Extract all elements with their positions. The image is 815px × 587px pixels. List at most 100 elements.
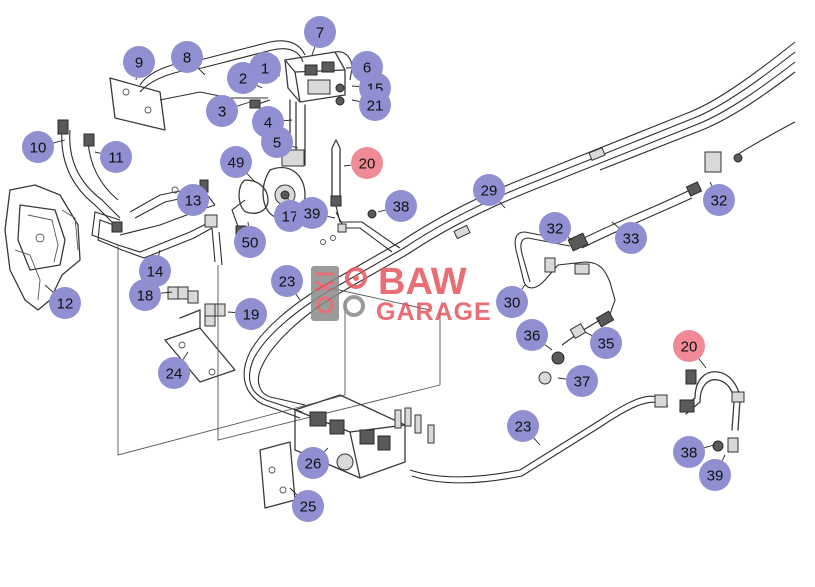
callout-leader-line (377, 209, 386, 213)
callout-leader-line (611, 221, 620, 229)
callout-21-20: 21 (351, 89, 391, 121)
callout-number: 20 (681, 339, 698, 356)
pipe-right-lower (409, 369, 745, 484)
callout-23-21: 23 (271, 265, 303, 301)
callout-number: 8 (183, 50, 191, 67)
callout-29-26: 29 (473, 174, 506, 209)
callout-number: 29 (481, 183, 498, 200)
callout-leader-line (567, 236, 573, 241)
callout-number: 9 (135, 55, 143, 72)
callout-leader-line (343, 164, 352, 167)
callout-number: 4 (264, 115, 272, 132)
callout-leader-line (295, 293, 301, 301)
callout-leader-line (709, 181, 713, 186)
callout-number: 10 (30, 140, 47, 157)
callout-badge-circle (539, 212, 571, 244)
modulator-26 (259, 394, 435, 509)
callout-number: 39 (707, 468, 724, 485)
callout-badge-circle (235, 298, 267, 330)
callout-leader-line (158, 249, 161, 256)
callout-18-16: 18 (129, 279, 173, 311)
callout-38-34: 38 (377, 190, 417, 222)
callout-badge-circle (100, 141, 132, 173)
callout-number: 36 (524, 328, 541, 345)
callout-leader-line (323, 447, 329, 453)
callout-25-24: 25 (289, 487, 324, 522)
callout-leader-line (351, 85, 360, 88)
pipe-bundle-main (243, 41, 796, 419)
callout-badge-circle (123, 46, 155, 78)
watermark-line2: GARAGE (376, 298, 492, 326)
callout-7-6: 7 (304, 16, 336, 56)
callout-leader-line (237, 101, 251, 107)
reference-lines (117, 245, 441, 456)
callout-11-10: 11 (94, 141, 132, 173)
pipe-loop-center-right (514, 231, 616, 385)
callout-leader-line (704, 444, 715, 449)
callout-badge-circle (158, 357, 190, 389)
callout-badge-circle (304, 16, 336, 48)
callout-number: 12 (57, 296, 74, 313)
callout-35-31: 35 (584, 327, 622, 359)
callout-badge-circle (49, 287, 81, 319)
callout-leader-line (327, 215, 336, 219)
callout-leader-line (289, 487, 298, 496)
callout-number: 2 (239, 71, 247, 88)
callout-number: 25 (300, 499, 317, 516)
callout-badge-circle (297, 447, 329, 479)
callout-number: 5 (273, 135, 281, 152)
callout-leader-line (584, 331, 593, 336)
callout-26-25: 26 (297, 447, 329, 479)
callout-badge-circle (496, 286, 528, 318)
housing-12 (4, 184, 81, 311)
callout-leader-line (698, 358, 707, 369)
callout-23-22: 23 (507, 410, 541, 446)
callout-badge-circle (171, 41, 203, 73)
callout-9-8: 9 (123, 46, 155, 81)
callout-leader-line (197, 67, 206, 76)
callout-33-30: 33 (611, 221, 647, 254)
callout-badge-circle (139, 255, 171, 287)
callout-number: 32 (711, 193, 728, 210)
callout-badge-circle (566, 365, 598, 397)
callout-30-27: 30 (496, 284, 528, 318)
callout-leader-line (44, 284, 54, 293)
callout-leader-line (94, 151, 101, 154)
callout-badge-circle (22, 131, 54, 163)
callout-leader-line (521, 284, 526, 290)
callout-20-18: 20 (343, 147, 383, 179)
pipe-20-upper (320, 139, 401, 253)
callout-14-13: 14 (139, 249, 171, 287)
callout-number: 14 (147, 264, 164, 281)
callout-19-17: 19 (227, 298, 267, 330)
callout-3-2: 3 (206, 95, 251, 127)
callout-number: 37 (574, 374, 591, 391)
callout-39-36: 39 (296, 197, 336, 229)
callout-leader-line (283, 119, 293, 122)
callout-number: 13 (185, 193, 202, 210)
callout-20-19: 20 (673, 330, 707, 369)
callout-32-28: 32 (539, 212, 573, 244)
callout-badge-circle (473, 174, 505, 206)
callout-leader-line (311, 46, 316, 56)
callout-badge-circle (516, 319, 548, 351)
callout-badge-circle (261, 126, 293, 158)
callout-number: 32 (547, 221, 564, 238)
callout-number: 17 (282, 209, 299, 226)
callout-leader-line (533, 437, 541, 446)
callout-number: 35 (598, 336, 615, 353)
callout-number: 11 (108, 150, 124, 167)
callout-badge-circle (673, 330, 705, 362)
callout-number: 7 (316, 25, 324, 42)
callout-12-11: 12 (44, 284, 81, 319)
callout-number: 26 (305, 456, 322, 473)
callout-number: 50 (242, 235, 259, 252)
callout-number: 19 (243, 307, 260, 324)
callout-badge-circle (385, 190, 417, 222)
callout-badge-circle (220, 146, 252, 178)
callout-38-35: 38 (673, 436, 715, 468)
callout-badge-circle (234, 226, 266, 258)
callout-badge-circle (673, 436, 705, 468)
callout-leader-line (499, 201, 506, 209)
callout-number: 1 (261, 61, 269, 78)
